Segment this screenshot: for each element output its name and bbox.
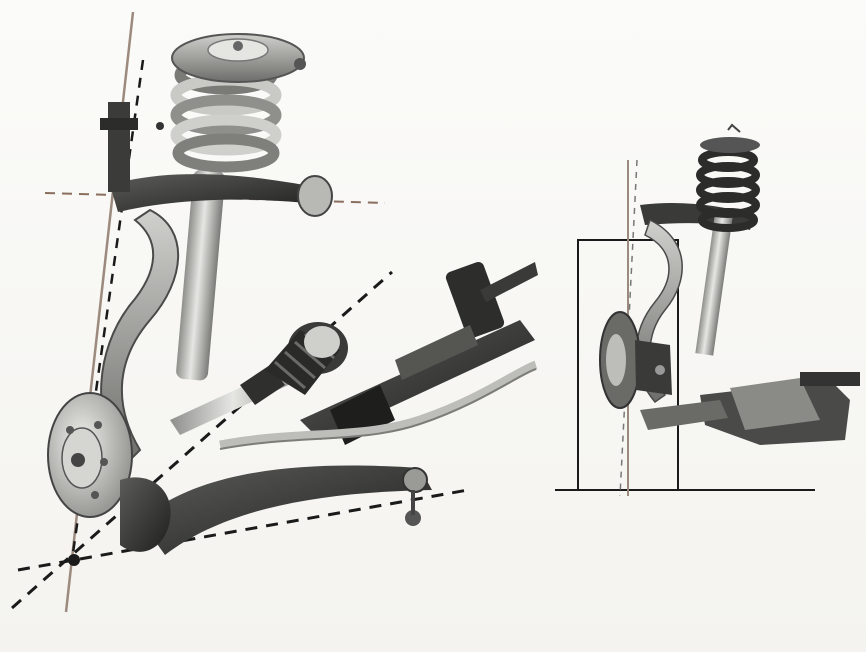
strut-damper-right xyxy=(695,214,733,356)
wheel-hub xyxy=(47,392,133,518)
steering-rack xyxy=(300,261,538,445)
right-panel xyxy=(555,123,860,497)
coil-spring-right xyxy=(696,148,760,232)
strut-top-mount xyxy=(171,33,306,83)
strut-top-mount-right xyxy=(700,137,760,153)
upper-control-arm xyxy=(100,102,333,217)
wheel-hub-right xyxy=(599,311,672,409)
left-panel xyxy=(11,11,538,613)
strut-damper xyxy=(176,169,225,381)
cv-joint-boot xyxy=(265,322,348,395)
lower-control-arm xyxy=(140,465,432,555)
lower-arm-dashed-line xyxy=(17,488,469,572)
stabilizer-bar xyxy=(219,360,538,450)
ball-joint xyxy=(68,554,80,566)
brake-caliper xyxy=(120,477,171,552)
subframe xyxy=(640,372,860,445)
